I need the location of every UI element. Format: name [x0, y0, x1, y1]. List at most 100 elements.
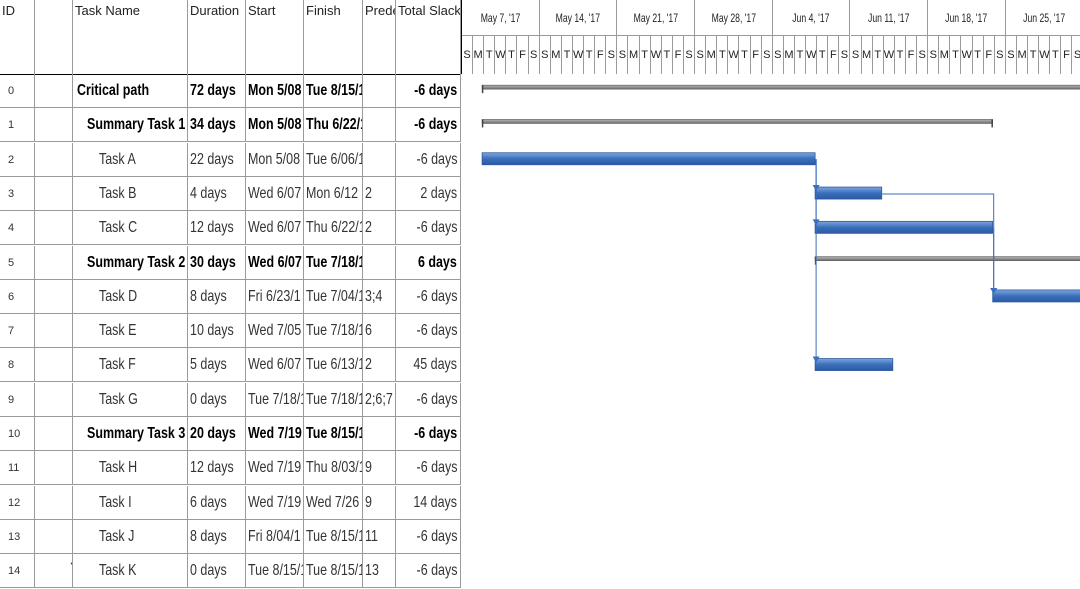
indicator-cell[interactable] — [35, 74, 73, 108]
task-total-slack[interactable]: -6 days — [396, 417, 461, 451]
indicator-cell[interactable] — [35, 348, 73, 383]
task-start[interactable]: Mon 5/08 — [246, 142, 304, 177]
task-predecessors[interactable]: 6 — [363, 314, 396, 349]
task-predecessors[interactable]: 2 — [363, 211, 396, 246]
task-duration[interactable]: 0 days — [188, 554, 246, 589]
indicator-cell[interactable] — [35, 519, 73, 554]
task-finish[interactable]: Tue 7/18/1 — [304, 314, 363, 349]
task-id[interactable]: 5 — [0, 245, 35, 280]
task-name[interactable]: Summary Task 3 — [73, 417, 188, 451]
task-predecessors[interactable] — [363, 108, 396, 143]
task-total-slack[interactable]: -6 days — [396, 314, 461, 349]
task-total-slack[interactable]: -6 days — [396, 451, 461, 486]
task-start[interactable]: Wed 6/07 — [246, 245, 304, 280]
task-start[interactable]: Wed 6/07 — [246, 211, 304, 246]
indicator-cell[interactable] — [35, 314, 73, 349]
task-start[interactable]: Tue 7/18/1 — [246, 382, 304, 417]
task-duration[interactable]: 4 days — [188, 176, 246, 211]
task-start[interactable]: Mon 5/08 — [246, 74, 304, 108]
task-start[interactable]: Wed 7/19 — [246, 485, 304, 520]
task-id[interactable]: 7 — [0, 314, 35, 349]
task-finish[interactable]: Tue 8/15/1 — [304, 519, 363, 554]
column-header-task-name[interactable]: Task Name — [73, 0, 188, 74]
indicator-cell[interactable] — [35, 382, 73, 417]
task-duration[interactable]: 0 days — [188, 382, 246, 417]
column-header-finish[interactable]: Finish — [304, 0, 363, 74]
task-total-slack[interactable]: -6 days — [396, 108, 461, 143]
task-start[interactable]: Wed 7/05 — [246, 314, 304, 349]
task-finish[interactable]: Mon 6/12 — [304, 176, 363, 211]
indicator-cell[interactable] — [35, 176, 73, 211]
task-name[interactable]: Task F — [73, 348, 188, 383]
task-duration[interactable]: 10 days — [188, 314, 246, 349]
indicator-cell[interactable] — [35, 485, 73, 520]
task-predecessors[interactable]: 9 — [363, 451, 396, 486]
task-predecessors[interactable]: 11 — [363, 519, 396, 554]
task-start[interactable]: Mon 5/08 — [246, 108, 304, 143]
task-predecessors[interactable]: 3;4 — [363, 279, 396, 314]
task-duration[interactable]: 12 days — [188, 451, 246, 486]
task-id[interactable]: 3 — [0, 176, 35, 211]
task-id[interactable]: 12 — [0, 485, 35, 520]
task-start[interactable]: Wed 6/07 — [246, 176, 304, 211]
task-total-slack[interactable]: 14 days — [396, 485, 461, 520]
task-duration[interactable]: 5 days — [188, 348, 246, 383]
task-total-slack[interactable]: -6 days — [396, 382, 461, 417]
task-duration[interactable]: 6 days — [188, 485, 246, 520]
task-name[interactable]: Task D — [73, 279, 188, 314]
task-id[interactable]: 0 — [0, 74, 35, 108]
task-total-slack[interactable]: 6 days — [396, 245, 461, 280]
task-id[interactable]: 13 — [0, 519, 35, 554]
task-start[interactable]: Tue 8/15/1 — [246, 554, 304, 589]
task-total-slack[interactable]: 2 days — [396, 176, 461, 211]
indicator-cell[interactable] — [35, 554, 73, 589]
task-name[interactable]: Task E — [73, 314, 188, 349]
indicator-cell[interactable] — [35, 142, 73, 177]
task-duration[interactable]: 34 days — [188, 108, 246, 143]
task-finish[interactable]: Wed 7/26 — [304, 485, 363, 520]
task-finish[interactable]: Tue 8/15/1 — [304, 554, 363, 589]
indicator-cell[interactable] — [35, 451, 73, 486]
task-start[interactable]: Fri 8/04/1 — [246, 519, 304, 554]
task-predecessors[interactable] — [363, 245, 396, 280]
task-name[interactable]: Summary Task 1 — [73, 108, 188, 143]
task-start[interactable]: Wed 7/19 — [246, 417, 304, 451]
task-id[interactable]: 2 — [0, 142, 35, 177]
task-finish[interactable]: Tue 7/18/1 — [304, 245, 363, 280]
task-total-slack[interactable]: -6 days — [396, 279, 461, 314]
column-header-total-slack[interactable]: Total Slack — [396, 0, 461, 74]
task-duration[interactable]: 8 days — [188, 279, 246, 314]
column-header-duration[interactable]: Duration — [188, 0, 246, 74]
task-id[interactable]: 11 — [0, 451, 35, 486]
task-name[interactable]: Task J — [73, 519, 188, 554]
task-duration[interactable]: 30 days — [188, 245, 246, 280]
task-duration[interactable]: 8 days — [188, 519, 246, 554]
indicator-cell[interactable] — [35, 211, 73, 246]
column-header-predecessors[interactable]: Predec — [363, 0, 396, 74]
task-total-slack[interactable]: 45 days — [396, 348, 461, 383]
task-predecessors[interactable] — [363, 74, 396, 108]
task-name[interactable]: Task H — [73, 451, 188, 486]
task-id[interactable]: 10 — [0, 417, 35, 451]
column-header-indicators[interactable]: i — [35, 0, 73, 74]
task-finish[interactable]: Tue 8/15/1 — [304, 74, 363, 108]
task-name[interactable]: Task A — [73, 142, 188, 177]
task-predecessors[interactable]: 9 — [363, 485, 396, 520]
task-duration[interactable]: 20 days — [188, 417, 246, 451]
task-total-slack[interactable]: -6 days — [396, 554, 461, 589]
task-finish[interactable]: Tue 7/04/1 — [304, 279, 363, 314]
task-id[interactable]: 14 — [0, 554, 35, 589]
column-header-start[interactable]: Start — [246, 0, 304, 74]
task-finish[interactable]: Tue 6/06/1 — [304, 142, 363, 177]
task-id[interactable]: 4 — [0, 211, 35, 246]
